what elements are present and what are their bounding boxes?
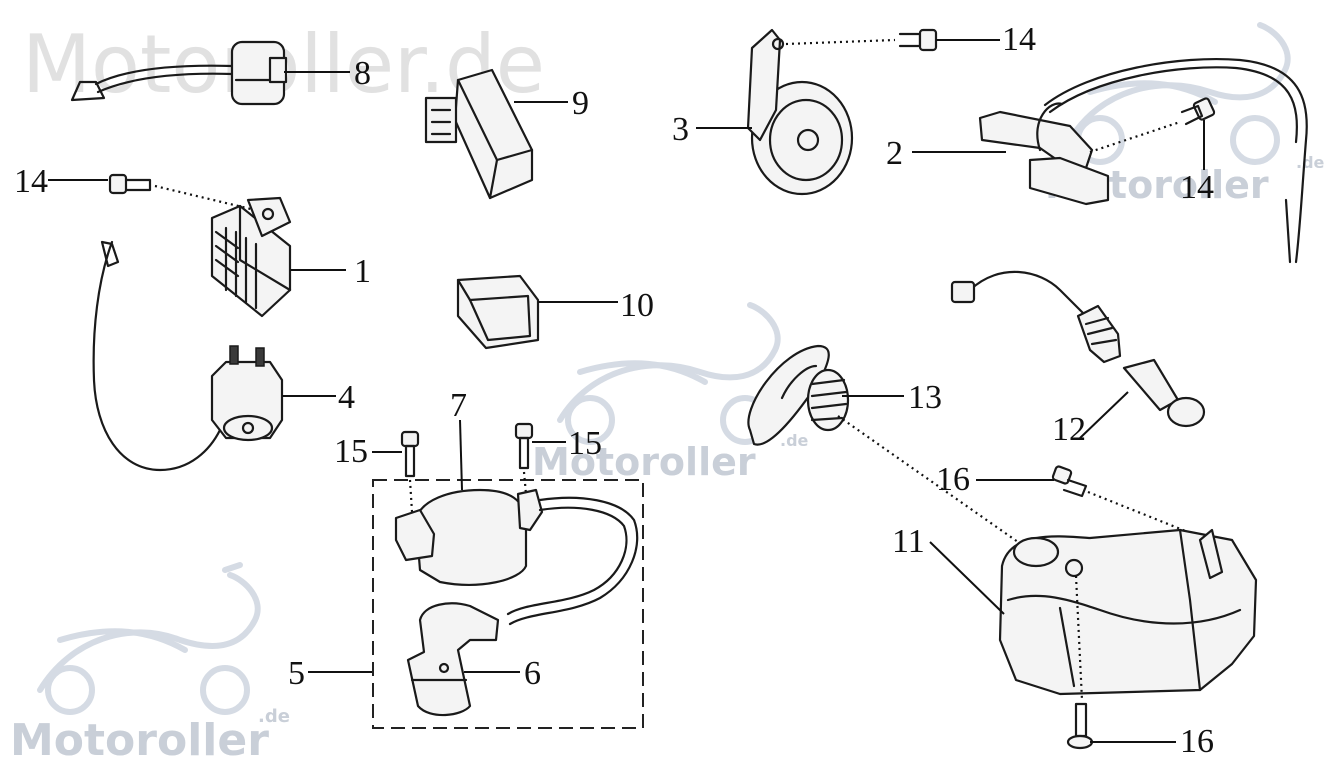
fuel-cap-to-tank-line xyxy=(837,415,1019,543)
callout-11: 11 xyxy=(892,523,925,560)
callout-1: 1 xyxy=(354,253,371,290)
part-4-starter-relay xyxy=(92,240,284,472)
leader-lines xyxy=(48,39,1205,743)
part-15-bolt-left xyxy=(400,430,420,513)
part-2-handlebar-switch xyxy=(978,57,1308,264)
callout-16-lower: 16 xyxy=(1180,723,1214,760)
scooter-logo-watermark-center xyxy=(557,302,781,445)
part-15-bolt-right xyxy=(514,422,534,495)
part-16-bolt-upper xyxy=(1051,465,1199,538)
part-10-rubber-cover xyxy=(456,274,540,350)
callout-8: 8 xyxy=(354,55,371,92)
scooter-logo-watermark-right xyxy=(1067,22,1291,165)
part-14-bolt-top xyxy=(785,28,938,52)
callout-14-right: 14 xyxy=(1180,169,1214,206)
part-13-fuel-cap xyxy=(747,344,850,446)
scooter-logo-watermark-left xyxy=(37,562,261,715)
part-9-cdi-unit xyxy=(424,68,534,200)
callout-14-top: 14 xyxy=(1002,21,1036,58)
part-12-brake-switch xyxy=(950,270,1206,428)
callout-9: 9 xyxy=(572,85,589,122)
watermark-brand-bottom-left: Motoroller xyxy=(10,715,269,766)
part-8-relay xyxy=(70,40,288,106)
watermark-suffix-center: .de xyxy=(780,431,809,450)
callout-12: 12 xyxy=(1052,411,1086,448)
part-14-bolt-right xyxy=(1089,97,1216,154)
watermark-brand-center: Motoroller xyxy=(532,440,756,484)
callout-15-right: 15 xyxy=(568,425,602,462)
part-14-bolt-left xyxy=(108,173,256,212)
part-5-assembly-frame xyxy=(372,479,644,729)
callout-5: 5 xyxy=(288,655,305,692)
part-11-fuel-tank xyxy=(998,528,1258,696)
callout-13: 13 xyxy=(908,379,942,416)
callout-3: 3 xyxy=(672,111,689,148)
watermark-suffix-bottom-left: .de xyxy=(258,706,290,727)
callout-15-left: 15 xyxy=(334,433,368,470)
callout-2: 2 xyxy=(886,135,903,172)
part-7-ignition-coil xyxy=(394,488,639,626)
part-3-horn xyxy=(746,28,854,196)
watermark-suffix-right: .de xyxy=(1296,153,1325,172)
callout-14-left: 14 xyxy=(14,163,48,200)
callout-10: 10 xyxy=(620,287,654,324)
part-6-spark-plug-cap xyxy=(406,602,500,717)
callout-16-upper: 16 xyxy=(936,461,970,498)
callout-6: 6 xyxy=(524,655,541,692)
part-1-regulator xyxy=(210,196,292,318)
callout-4: 4 xyxy=(338,379,355,416)
callout-7: 7 xyxy=(450,387,467,424)
